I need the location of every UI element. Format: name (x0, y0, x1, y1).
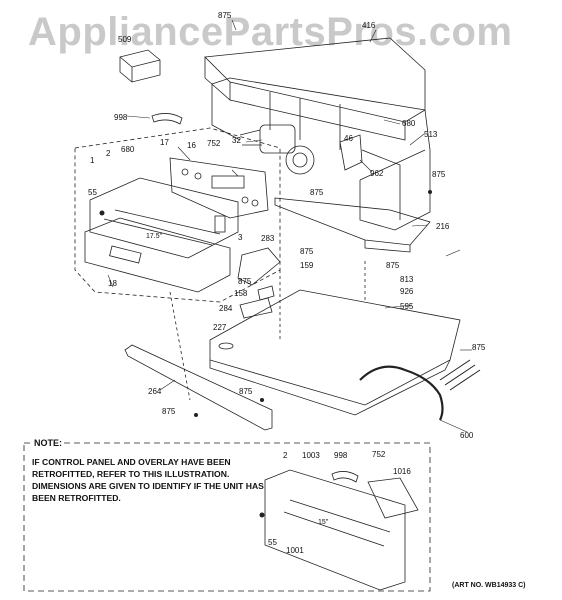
label-875-bottom: 875 (162, 407, 176, 416)
note-title: NOTE: (32, 438, 64, 448)
label-998-retrofit: 998 (334, 451, 348, 460)
front-panel-1 (89, 177, 239, 259)
package-509 (119, 49, 161, 83)
art-number: (ART NO. WB14933 C) (452, 582, 526, 589)
label-509: 509 (118, 35, 132, 44)
part-labels: 875 416 509 998 680 513 46 32 752 16 17 … (88, 11, 486, 555)
label-595: 595 (400, 302, 414, 311)
base-plate (209, 289, 461, 416)
label-875-harness: 875 (472, 343, 486, 352)
note-text: IF CONTROL PANEL AND OVERLAY HAVE BEEN R… (32, 457, 264, 503)
label-16: 16 (187, 141, 196, 150)
blower-motor (239, 124, 315, 175)
label-813: 813 (400, 275, 414, 284)
label-513: 513 (424, 130, 438, 139)
bracket-283 (237, 247, 281, 286)
label-1003: 1003 (302, 451, 320, 460)
label-159: 159 (300, 261, 314, 270)
dimension-retrofit-panel: 15" (318, 519, 329, 526)
top-cover-416 (204, 37, 426, 141)
knob-3 (214, 215, 226, 233)
label-55-retrofit: 55 (268, 538, 277, 547)
label-3: 3 (238, 233, 243, 242)
watermark-text: AppliancePartsPros.com (28, 10, 513, 54)
label-752-retrofit: 752 (372, 450, 386, 459)
label-752: 752 (207, 139, 221, 148)
label-284: 284 (219, 304, 233, 313)
harness-600 (359, 365, 444, 421)
label-875-trim: 875 (239, 387, 253, 396)
label-875-mid: 875 (300, 247, 314, 256)
label-926: 926 (400, 287, 414, 296)
label-875-shelf: 875 (310, 188, 324, 197)
label-875: 875 (218, 11, 232, 20)
label-17: 17 (160, 138, 169, 147)
control-panel-group-outline (74, 127, 281, 303)
overlay-18 (84, 217, 231, 293)
label-600: 600 (460, 431, 474, 440)
switch-158 (257, 285, 275, 301)
cable-998 (151, 113, 183, 125)
label-1016: 1016 (393, 467, 411, 476)
chassis-frame (211, 77, 431, 231)
shelf-216 (274, 197, 431, 253)
label-2: 2 (106, 149, 111, 158)
control-board-1016 (367, 477, 419, 519)
label-216: 216 (436, 222, 450, 231)
cable-998-retrofit (331, 471, 359, 483)
label-1: 1 (90, 156, 95, 165)
label-18: 18 (108, 279, 117, 288)
control-board-17 (169, 157, 269, 219)
label-158: 158 (234, 289, 248, 298)
label-1001: 1001 (286, 546, 304, 555)
note-box (23, 442, 431, 592)
label-227: 227 (213, 323, 227, 332)
label-875-right: 875 (432, 170, 446, 179)
label-46: 46 (344, 134, 353, 143)
label-875-left: 875 (238, 277, 252, 286)
label-962: 962 (370, 169, 384, 178)
label-32: 32 (232, 136, 241, 145)
label-2-retrofit: 2 (283, 451, 288, 460)
label-875-stack: 875 (386, 261, 400, 270)
label-416: 416 (362, 21, 376, 30)
label-680-panel: 680 (121, 145, 135, 154)
label-55: 55 (88, 188, 97, 197)
bracket-284 (239, 297, 273, 319)
dimension-main-panel: 17.5" (146, 233, 163, 240)
label-998: 998 (114, 113, 128, 122)
label-680: 680 (402, 119, 416, 128)
label-283: 283 (261, 234, 275, 243)
label-264: 264 (148, 387, 162, 396)
retrofit-panel-1001 (264, 469, 406, 591)
trim-264 (124, 344, 273, 431)
